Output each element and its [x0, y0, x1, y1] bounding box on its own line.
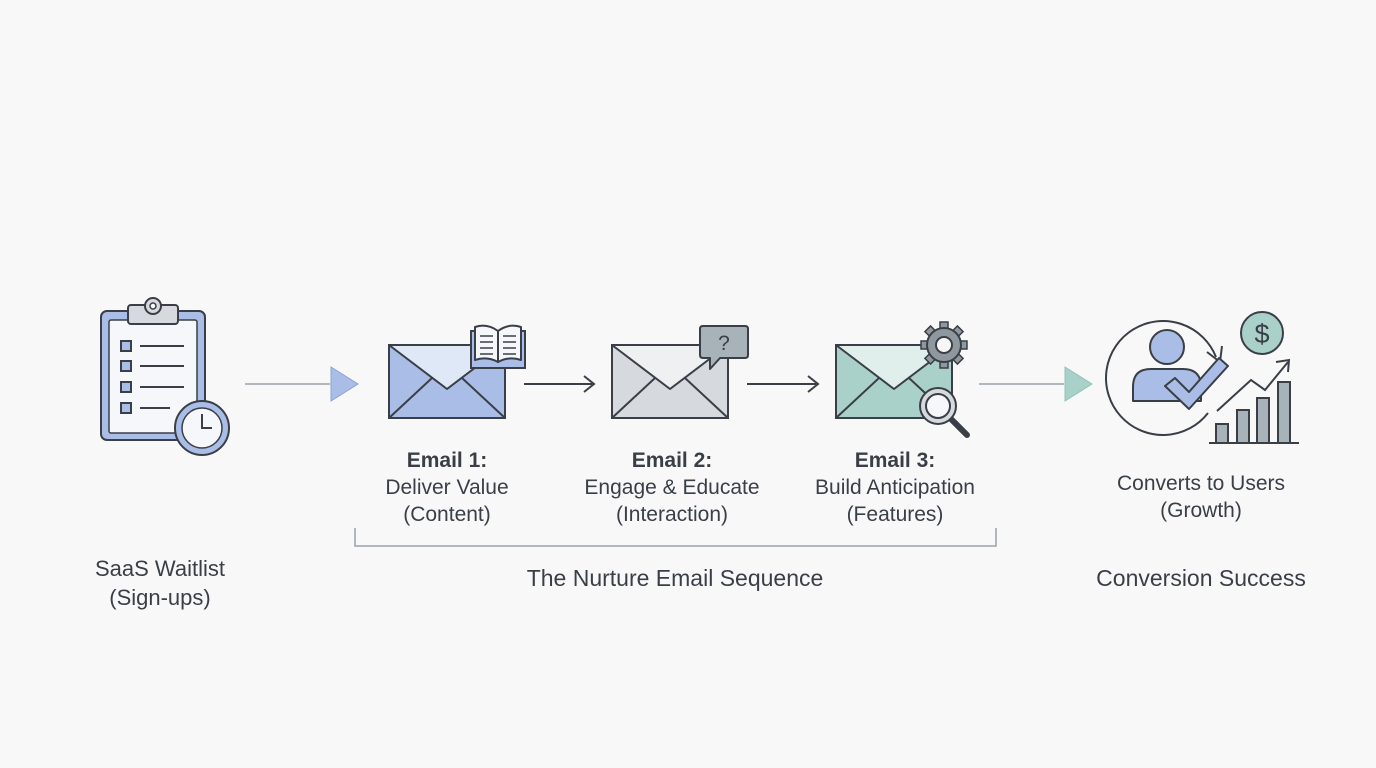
magnifier-icon — [919, 387, 970, 438]
conversion-success-label: Conversion Success — [1096, 565, 1306, 591]
envelope-gear-magnifier-icon — [835, 321, 970, 438]
email-3-title: Email 3: — [854, 449, 936, 472]
email-1-label: Email 1: Deliver Value (Content) — [337, 447, 557, 528]
email-2-line1: Engage & Educate — [584, 476, 760, 499]
email-1-line1: Deliver Value — [385, 476, 509, 499]
email-3-line1: Build Anticipation — [815, 476, 975, 499]
conversion-label-line2: (Growth) — [1160, 499, 1242, 522]
cycle-arrow — [1105, 320, 1217, 436]
gear-icon — [920, 321, 968, 369]
envelope-flap — [611, 344, 729, 390]
connector-arrow-2 — [524, 375, 596, 393]
envelope-question-icon: ? — [611, 325, 749, 419]
sequence-bracket — [354, 528, 997, 547]
svg-text:$: $ — [1254, 319, 1269, 349]
envelope-book-icon — [388, 324, 526, 419]
email-1-line2: (Content) — [403, 503, 491, 526]
conversion-label-line1: Converts to Users — [1116, 472, 1286, 495]
clock-icon — [174, 400, 230, 456]
conversion-label: Converts to Users (Growth) — [1091, 470, 1311, 524]
connector-arrow-3 — [747, 375, 820, 393]
nurture-sequence-label: The Nurture Email Sequence — [526, 565, 824, 591]
waitlist-label-line1: SaaS Waitlist — [94, 556, 225, 581]
email-3-line2: (Features) — [846, 503, 944, 526]
email-2-line2: (Interaction) — [615, 503, 729, 526]
clipboard-clock-icon — [100, 297, 230, 456]
question-bubble-icon: ? — [699, 325, 749, 370]
svg-text:?: ? — [718, 332, 730, 355]
email-2-title: Email 2: — [631, 449, 713, 472]
envelope-flap — [835, 344, 953, 390]
book-icon — [470, 324, 526, 369]
bar-chart-icon — [1209, 381, 1299, 444]
email-2-label: Email 2: Engage & Educate (Interaction) — [562, 447, 782, 528]
connector-arrow-1 — [245, 366, 359, 402]
connector-arrow-4 — [979, 366, 1093, 402]
waitlist-label-line2: (Sign-ups) — [109, 585, 211, 610]
waitlist-label: SaaS Waitlist (Sign-ups) — [40, 554, 280, 612]
email-3-label: Email 3: Build Anticipation (Features) — [785, 447, 1005, 528]
checklist-lines — [120, 340, 184, 414]
dollar-badge-icon: $ — [1240, 311, 1284, 355]
email-1-title: Email 1: — [406, 449, 488, 472]
growth-trend-icon — [1216, 358, 1291, 412]
checkmark-icon — [1164, 357, 1229, 410]
user-growth-icon: $ — [1105, 311, 1299, 444]
